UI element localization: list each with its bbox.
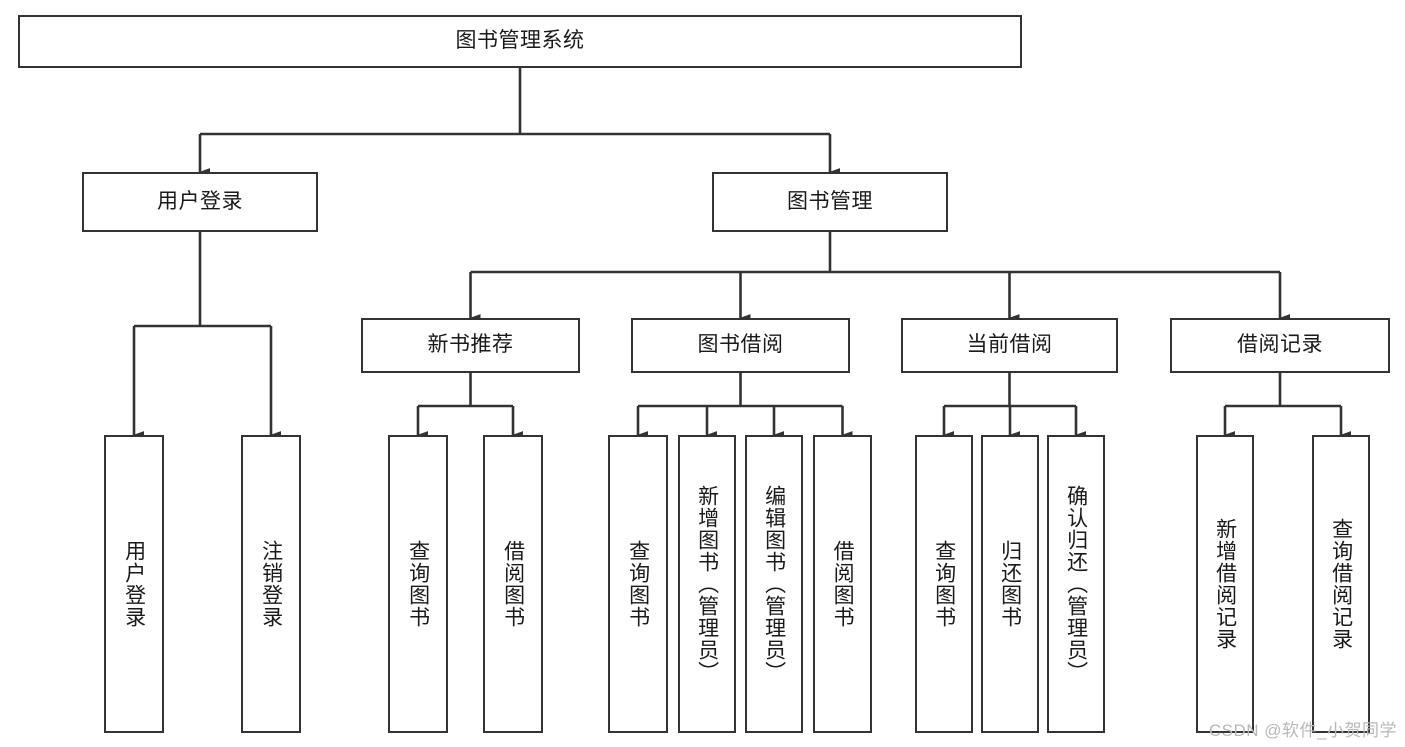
node-label: 新书推荐	[427, 333, 514, 357]
node-new-book-rec: 新书推荐	[361, 318, 580, 373]
node-label: 用户登录	[157, 189, 243, 213]
node-label: 新增图书（管理员）	[695, 485, 719, 683]
node-label: 编辑图书（管理员）	[762, 485, 786, 683]
node-borrow-record: 借阅记录	[1170, 318, 1390, 373]
node-leaf-query-book-3: 查询图书	[915, 435, 973, 733]
node-label: 注销登录	[259, 540, 283, 628]
node-label: 图书管理系统	[455, 29, 585, 53]
edge-layer	[132, 68, 1352, 439]
node-leaf-add-book: 新增图书（管理员）	[678, 435, 736, 733]
node-book-manage: 图书管理	[712, 172, 948, 232]
node-label: 当前借阅	[966, 333, 1053, 357]
node-label: 借阅图书	[501, 540, 525, 628]
node-label: 新增借阅记录	[1213, 518, 1237, 650]
node-leaf-user-login: 用户登录	[104, 435, 164, 733]
node-label: 借阅图书	[831, 540, 855, 628]
node-leaf-confirm-return: 确认归还（管理员）	[1047, 435, 1105, 733]
node-label: 查询图书	[626, 540, 650, 628]
node-label: 查询借阅记录	[1329, 518, 1353, 650]
node-leaf-add-record: 新增借阅记录	[1196, 435, 1254, 733]
node-book-borrow: 图书借阅	[631, 318, 850, 373]
node-label: 确认归还（管理员）	[1064, 485, 1088, 683]
node-label: 查询图书	[406, 540, 430, 628]
node-leaf-edit-book: 编辑图书（管理员）	[745, 435, 803, 733]
node-leaf-query-record: 查询借阅记录	[1312, 435, 1370, 733]
node-label: 图书管理	[787, 189, 873, 213]
node-leaf-user-logout: 注销登录	[241, 435, 301, 733]
node-label: 用户登录	[122, 540, 146, 628]
node-leaf-query-book-1: 查询图书	[388, 435, 448, 733]
node-leaf-borrow-book-1: 借阅图书	[483, 435, 543, 733]
node-root: 图书管理系统	[18, 15, 1022, 68]
node-label: 借阅记录	[1237, 333, 1323, 357]
node-leaf-return-book: 归还图书	[981, 435, 1039, 733]
node-label: 图书借阅	[697, 333, 784, 357]
node-user-login: 用户登录	[82, 172, 318, 232]
node-label: 查询图书	[932, 540, 956, 628]
node-current-borrow: 当前借阅	[901, 318, 1118, 373]
node-leaf-borrow-book-2: 借阅图书	[813, 435, 872, 733]
node-label: 归还图书	[998, 540, 1022, 628]
node-leaf-query-book-2: 查询图书	[608, 435, 668, 733]
csdn-watermark: CSDN @软件_小贺同学	[1208, 721, 1397, 740]
